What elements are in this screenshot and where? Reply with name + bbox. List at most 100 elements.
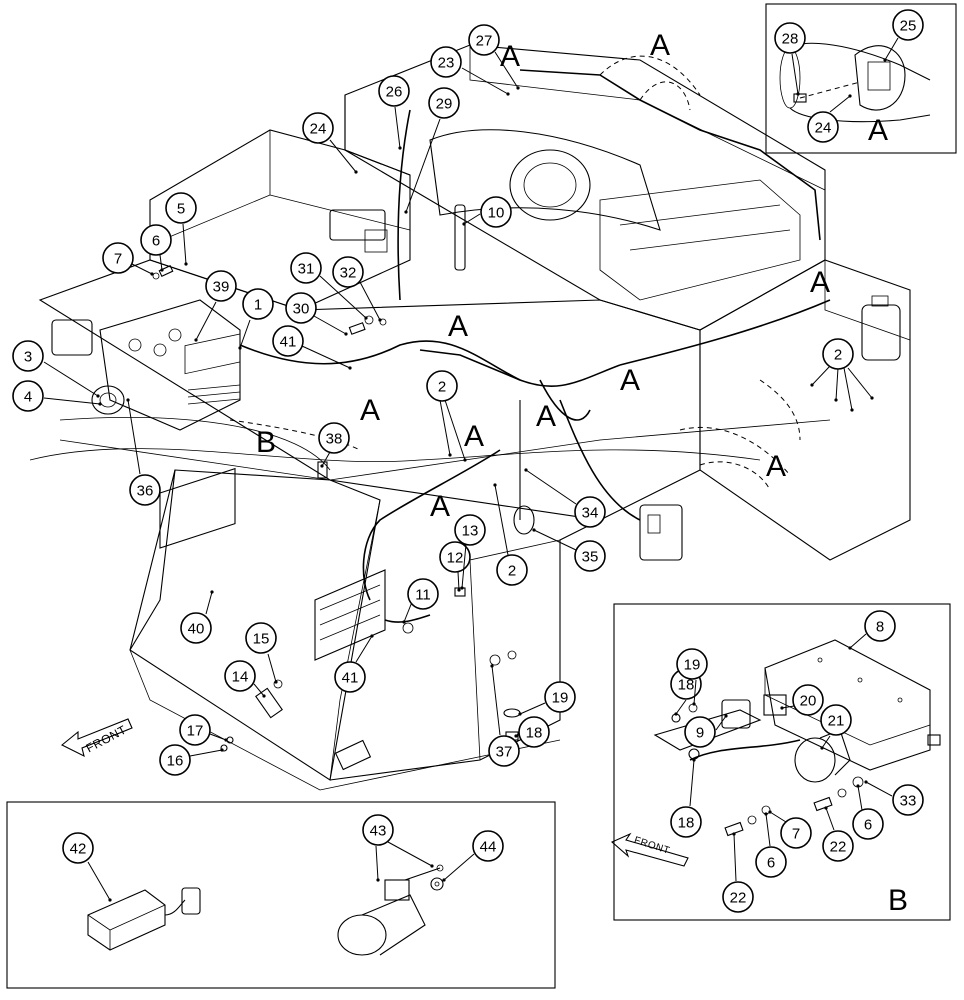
callout-6: 6 xyxy=(140,224,172,272)
callout-bubble xyxy=(12,380,44,412)
callout-40: 40 xyxy=(180,590,214,644)
callout-16: 16 xyxy=(159,744,224,776)
callout-number: 6 xyxy=(864,817,872,834)
callout-bubble xyxy=(439,541,471,573)
callout-bubble xyxy=(302,112,334,144)
callout-number: 38 xyxy=(326,431,343,448)
callout-number: 12 xyxy=(447,550,464,567)
leader-arrow-tip xyxy=(274,680,278,684)
callout-leader xyxy=(791,53,799,95)
callout-number: 24 xyxy=(815,120,832,137)
callout-leader xyxy=(675,699,687,715)
callout-leader xyxy=(359,281,381,321)
callout-bubble xyxy=(334,661,366,693)
leader-arrow-tip xyxy=(376,878,380,882)
callout-leader xyxy=(387,841,433,867)
callout-number: 2 xyxy=(438,379,446,396)
callout-bubble xyxy=(670,806,702,838)
callout-leader xyxy=(689,759,695,807)
leader-arrow-tip xyxy=(692,758,696,762)
callout-bubble xyxy=(496,554,528,586)
leader-arrow-tip xyxy=(150,272,154,276)
svg-text:A: A xyxy=(620,364,640,397)
callout-leader xyxy=(865,781,893,797)
callout-bubble xyxy=(362,814,394,846)
callout-bubble xyxy=(407,578,439,610)
callout-25: 25 xyxy=(883,9,924,62)
callout-leader xyxy=(355,635,373,663)
callout-bubble xyxy=(129,474,161,506)
callout-leader xyxy=(884,37,899,61)
leader-arrow-tip xyxy=(98,402,102,406)
leader-arrow-tip xyxy=(518,712,522,716)
callout-number: 5 xyxy=(177,201,185,218)
callout-bubble xyxy=(165,192,197,224)
leader-arrow-tip xyxy=(448,453,452,457)
callout-number: 42 xyxy=(70,841,87,858)
callout-bubble xyxy=(62,832,94,864)
callout-bubble xyxy=(290,252,322,284)
callout-bubble xyxy=(774,22,806,54)
front-arrow: FRONT xyxy=(60,718,133,758)
callout-leader xyxy=(494,51,519,89)
callout-number: 17 xyxy=(187,723,204,740)
leader-arrow-tip xyxy=(864,780,868,784)
leader-arrow-tip xyxy=(457,588,461,592)
leader-arrow-tip xyxy=(354,170,358,174)
callout-34: 34 xyxy=(524,468,606,528)
callout-31: 31 xyxy=(290,252,368,320)
callout-leader xyxy=(159,254,163,271)
leader-arrow-tip xyxy=(674,712,678,716)
svg-text:A: A xyxy=(360,394,380,427)
leader-arrow-tip xyxy=(344,332,348,336)
callout-number: 7 xyxy=(114,251,122,268)
leader-arrow-tip xyxy=(402,620,406,624)
components-panel xyxy=(6,801,556,989)
callout-number: 25 xyxy=(900,18,917,35)
svg-text:B: B xyxy=(888,884,908,917)
callout-bubble xyxy=(574,540,606,572)
callout-35: 35 xyxy=(532,528,606,572)
callout-bubble xyxy=(245,622,277,654)
callout-15: 15 xyxy=(245,622,278,684)
callout-3: 3 xyxy=(12,340,100,398)
callout-1: 1 xyxy=(238,288,274,350)
callout-number: 18 xyxy=(678,677,695,694)
callout-number: 2 xyxy=(508,563,516,580)
callout-leader xyxy=(403,601,413,623)
callout-number: 39 xyxy=(213,279,230,296)
callout-bubble xyxy=(822,830,854,862)
callout-leader xyxy=(835,367,839,401)
callout-12: 12 xyxy=(439,541,471,592)
callout-4: 4 xyxy=(12,380,102,412)
leader-arrow-tip xyxy=(210,590,214,594)
callout-32: 32 xyxy=(332,256,382,322)
leader-arrow-tip xyxy=(824,806,828,810)
callout-number: 27 xyxy=(476,33,493,50)
callout-number: 34 xyxy=(582,505,599,522)
callout-leader xyxy=(693,679,697,705)
callout-bubble xyxy=(488,735,520,767)
svg-text:A: A xyxy=(810,266,830,299)
callout-bubble xyxy=(318,422,350,454)
leader-arrow-tip xyxy=(490,664,494,668)
callout-number: 21 xyxy=(828,713,845,730)
callout-bubble xyxy=(676,648,708,680)
callout-leader xyxy=(131,263,153,275)
callout-leader xyxy=(525,469,577,505)
callout-bubble xyxy=(428,87,460,119)
leader-arrow-tip xyxy=(238,346,242,350)
callout-27: 27 xyxy=(468,24,520,90)
callout-number: 11 xyxy=(415,587,431,604)
callout-number: 18 xyxy=(678,815,695,832)
svg-text:A: A xyxy=(464,420,484,453)
svg-text:A: A xyxy=(430,490,450,523)
leader-arrow-tip xyxy=(96,394,100,398)
leader-arrow-tip xyxy=(516,86,520,90)
callout-leader xyxy=(847,367,873,399)
callout-36: 36 xyxy=(126,398,161,506)
leader-arrow-tip xyxy=(780,706,784,710)
callout-number: 29 xyxy=(436,96,453,113)
callout-number: 1 xyxy=(254,297,262,314)
